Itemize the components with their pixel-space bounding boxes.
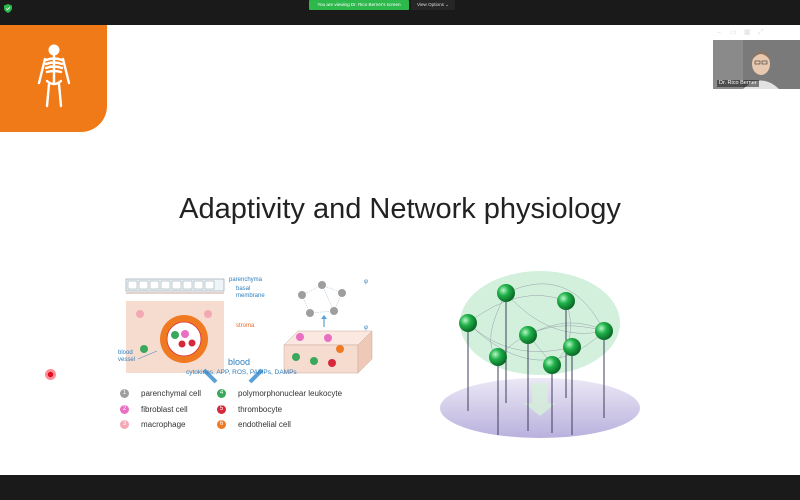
label-phi-2: φ [364,325,368,331]
shared-slide: Adaptivity and Network physiology [0,25,800,475]
security-shield-icon[interactable] [4,4,12,13]
label-basal: basal [236,286,251,292]
window-icon[interactable]: ▭ [730,29,737,36]
label-stroma: stroma [236,323,255,329]
legend-label: endothelial cell [238,420,291,429]
label-parenchyma: parenchyma [229,277,263,283]
label-membrane: membrane [236,293,265,299]
legend-number: 3 [120,420,129,429]
legend-number: 5 [217,405,226,414]
participant-video[interactable]: Dr. Rico Berner [713,40,800,89]
screen-share-banner: You are viewing Dr. Rico Berner's screen [309,0,409,10]
legend-label: macrophage [141,420,186,429]
view-options-label: View Options [416,2,444,7]
label-blood-vessel-2: vessel [118,357,136,363]
cell-legend: 1 parenchymal cell 2 fibroblast cell 3 m… [120,389,400,459]
view-options-button[interactable]: View Options ⌄ [411,0,455,10]
participant-name: Dr. Rico Berner [717,80,759,87]
slide-title: Adaptivity and Network physiology [179,193,621,225]
legend-number: 6 [217,420,226,429]
grid-icon[interactable]: ▦ [744,29,751,36]
legend-number: 2 [120,405,129,414]
chevron-down-icon: ⌄ [445,2,450,7]
legend-number: 4 [217,389,226,398]
skeleton-icon [37,44,71,108]
network-diagram [440,271,640,438]
legend-label: fibroblast cell [141,405,188,414]
fullscreen-icon[interactable]: ⤢ [758,29,764,36]
legend-label: thrombocyte [238,405,283,414]
laser-pointer [45,369,56,380]
label-phi-1: φ [364,279,368,285]
legend-label: polymorphonuclear leukocyte [238,389,343,398]
webcam-feed [713,40,800,89]
legend-number: 1 [120,389,129,398]
zoom-top-bar: You are viewing Dr. Rico Berner's screen… [0,0,800,25]
label-cytokines: cytokines, APP, ROS, PAMPs, DAMPs [186,369,297,376]
legend-label: parenchymal cell [141,389,202,398]
orange-corner-tile [0,25,107,132]
window-controls: – ▭ ▦ ⤢ [714,28,800,40]
zoom-bottom-bar [0,475,800,500]
minimize-icon[interactable]: – [717,29,721,36]
label-blood: blood [228,357,251,367]
tissue-diagram [125,278,373,384]
label-blood-vessel-1: blood [118,350,133,356]
